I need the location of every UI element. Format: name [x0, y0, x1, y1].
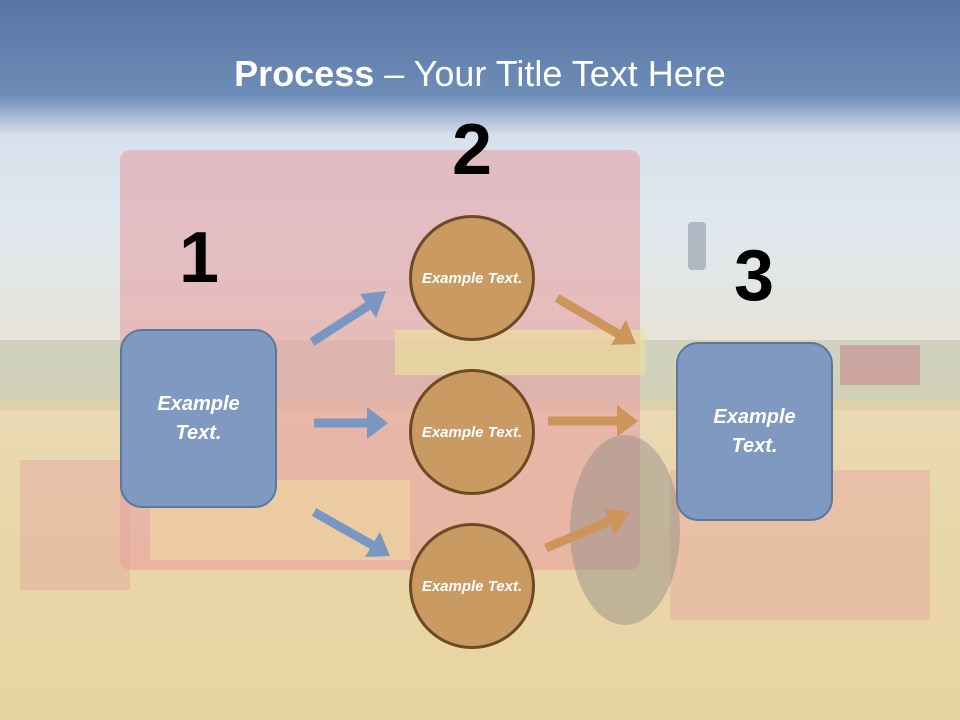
right-box-text: Example Text. — [713, 405, 796, 457]
step-number-3: 3 — [733, 236, 775, 316]
process-circle-bottom: Example Text. — [409, 523, 535, 649]
title-rest-part: – Your Title Text Here — [374, 53, 726, 94]
circle-middle-text: Example Text. — [421, 423, 523, 441]
orange-arrow-up — [544, 508, 630, 553]
step-number-2: 2 — [451, 110, 493, 190]
right-process-box: Example Text. — [676, 342, 833, 521]
blue-arrow-up — [309, 291, 386, 346]
circle-bottom-text: Example Text. — [421, 577, 523, 595]
left-process-box: Example Text. — [120, 329, 277, 508]
slide-title: Process – Your Title Text Here — [0, 52, 960, 96]
title-bold-part: Process — [234, 53, 375, 94]
step-number-1: 1 — [178, 218, 220, 298]
circle-top-text: Example Text. — [421, 269, 523, 287]
blue-arrow-middle — [314, 407, 388, 439]
process-circle-middle: Example Text. — [409, 369, 535, 495]
title-band — [0, 0, 960, 135]
left-box-text: Example Text. — [157, 392, 240, 444]
orange-arrow-middle — [548, 405, 638, 437]
process-circle-top: Example Text. — [409, 215, 535, 341]
orange-arrow-down — [554, 294, 636, 345]
blue-arrow-down — [311, 508, 390, 557]
